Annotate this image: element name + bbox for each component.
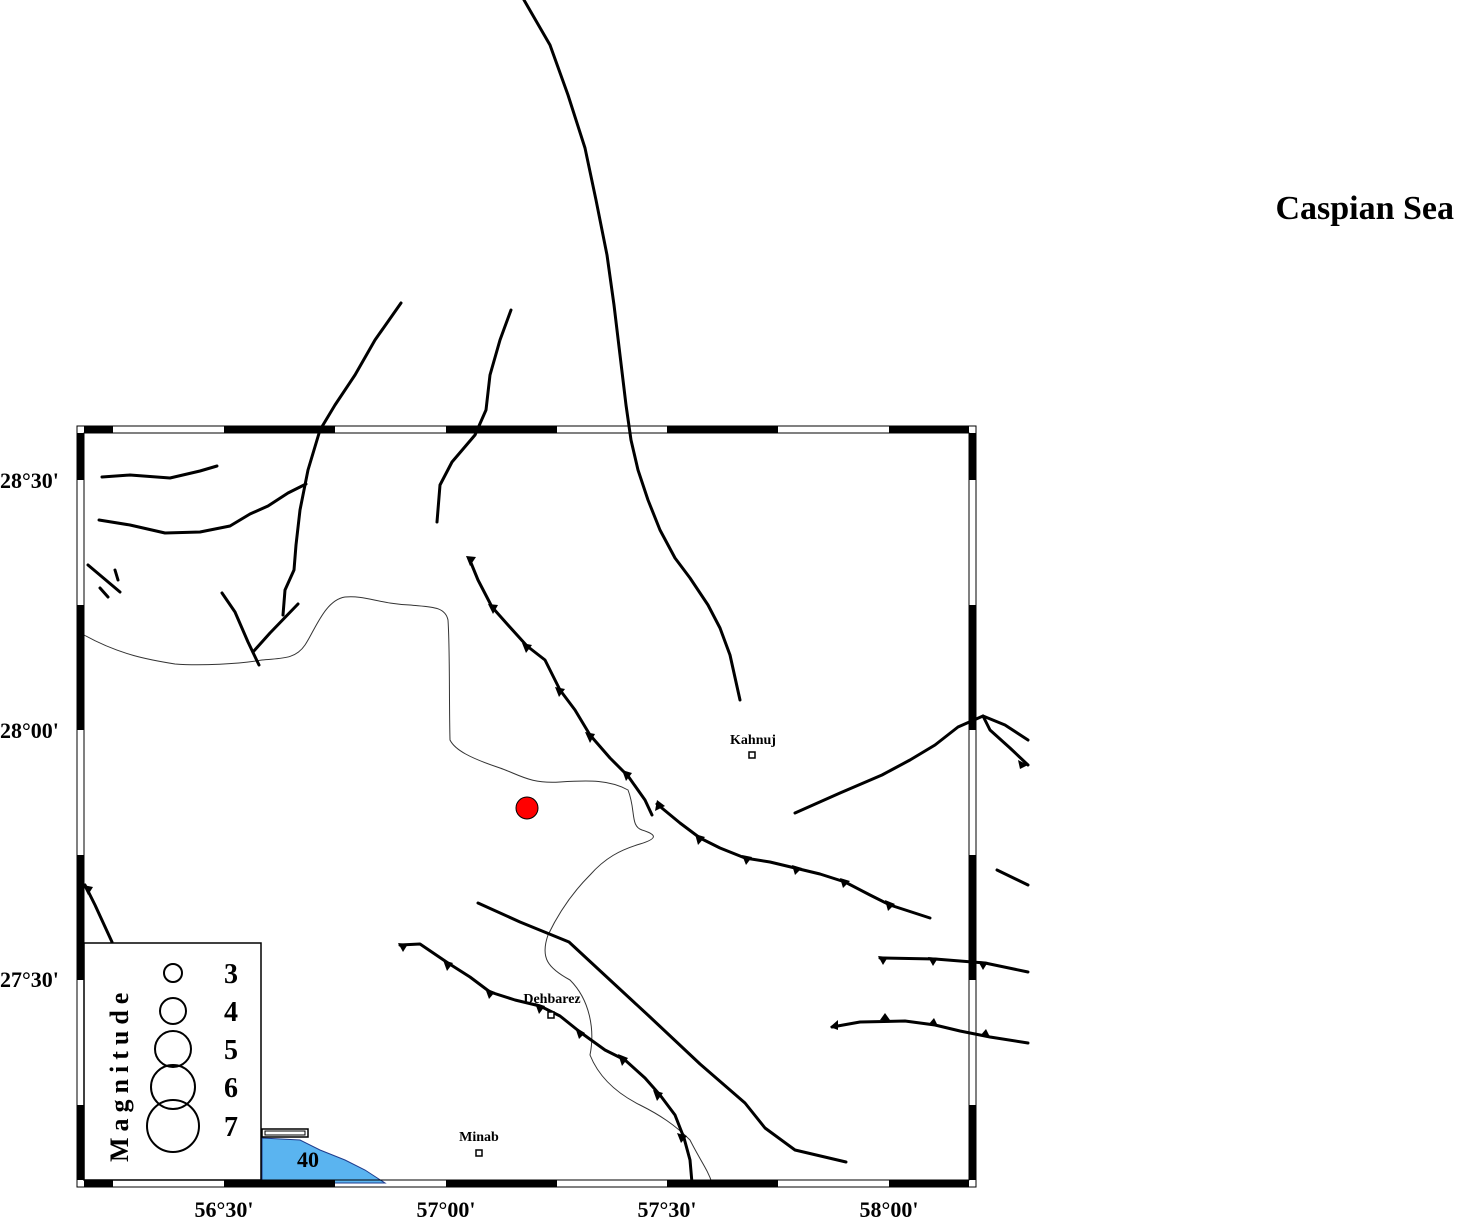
fault-line (86, 563, 122, 599)
city-label: Kahnuj (730, 733, 776, 748)
city-dehbarez: Dehbarez (523, 992, 581, 1019)
fault-line (476, 901, 848, 1164)
fault-line (981, 714, 1030, 767)
legend-circle-7 (146, 1099, 200, 1153)
caspian-sea-label: Caspian Sea (1275, 190, 1454, 227)
province-border (83, 596, 713, 1184)
thrust-fault (878, 956, 1030, 974)
fault-line (220, 591, 261, 667)
thrust-fault (83, 883, 114, 944)
thrust-teeth (83, 556, 1028, 1143)
lon-label: 57°30' (638, 1197, 697, 1219)
city-minab: Minab (459, 1130, 499, 1157)
legend-circle-5 (154, 1030, 192, 1068)
lat-label: 28°00' (0, 718, 59, 743)
epicenter-marker (515, 796, 539, 820)
magnitude-legend: Magnitude 3 4 5 6 7 (83, 942, 262, 1181)
thrust-fault (655, 802, 932, 920)
sea-area (261, 1137, 387, 1184)
city-kahnuj: Kahnuj (730, 733, 776, 759)
city-label: Minab (459, 1130, 499, 1145)
legend-circle-3 (163, 963, 183, 983)
map-frame (76, 425, 977, 1188)
fault-line (522, 0, 742, 702)
fault-line (435, 308, 513, 524)
city-label: Dehbarez (523, 992, 580, 1007)
thrust-fault (398, 942, 694, 1185)
fault-line (281, 301, 403, 617)
fault-line (251, 602, 300, 654)
legend-circle-4 (159, 997, 187, 1025)
fault-line (793, 714, 1030, 815)
scale-bar: 40 (261, 1128, 319, 1172)
lat-label: 27°30' (0, 967, 59, 992)
lon-label: 57°00' (417, 1197, 476, 1219)
fault-line (100, 464, 219, 480)
lon-label: 56°30' (195, 1197, 254, 1219)
scale-label: 40 (297, 1147, 319, 1172)
lon-label: 58°00' (860, 1197, 919, 1219)
legend-magnitude-label: 3 (224, 959, 238, 990)
legend-magnitude-label: 6 (224, 1073, 238, 1104)
legend-circle-6 (150, 1064, 196, 1110)
lat-label: 28°30' (0, 468, 59, 493)
fault-line (97, 482, 308, 535)
fault-line (995, 868, 1030, 887)
legend-magnitude-label: 5 (224, 1035, 238, 1066)
legend-magnitude-label: 4 (224, 997, 238, 1028)
legend-magnitude-label: 7 (224, 1112, 238, 1143)
legend-title: Magnitude (105, 987, 134, 1162)
